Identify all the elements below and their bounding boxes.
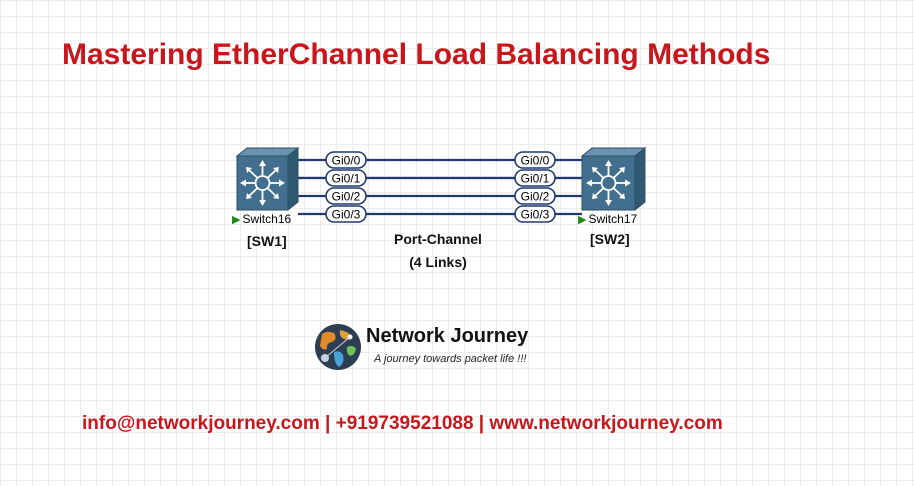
port-right-gi0-0[interactable]: Gi0/0 (514, 151, 556, 169)
svg-text:Gi0/1: Gi0/1 (521, 172, 550, 186)
svg-text:Gi0/0: Gi0/0 (332, 154, 361, 168)
svg-text:Gi0/1: Gi0/1 (332, 172, 361, 186)
svg-text:Gi0/3: Gi0/3 (332, 208, 361, 222)
port-left-gi0-0[interactable]: Gi0/0 (325, 151, 367, 169)
globe-network-icon (315, 324, 361, 370)
svg-text:Gi0/2: Gi0/2 (332, 190, 361, 204)
brand-tagline: A journey towards packet life !!! (374, 353, 527, 365)
port-channel-label: Port-Channel (394, 231, 482, 247)
sw2-tag: [SW2] (590, 231, 630, 247)
switch16-label: ▶Switch16 (232, 212, 292, 226)
status-triangle-icon: ▶ (578, 214, 587, 226)
port-left-gi0-1[interactable]: Gi0/1 (325, 169, 367, 187)
status-triangle-icon: ▶ (232, 214, 241, 226)
svg-text:Gi0/2: Gi0/2 (521, 190, 550, 204)
port-channel-caption: Port-Channel (4 Links) (380, 228, 496, 274)
switch16-icon[interactable] (235, 146, 300, 212)
port-left-gi0-2[interactable]: Gi0/2 (325, 187, 367, 205)
brand-name: Network Journey (366, 325, 529, 347)
sw1-tag: [SW1] (247, 233, 287, 249)
port-left-gi0-3[interactable]: Gi0/3 (325, 205, 367, 223)
switch17-label: ▶Switch17 (578, 212, 638, 226)
port-right-gi0-2[interactable]: Gi0/2 (514, 187, 556, 205)
svg-text:Gi0/3: Gi0/3 (521, 208, 550, 222)
contact-line: info@networkjourney.com | +919739521088 … (82, 413, 723, 434)
port-channel-count: (4 Links) (409, 254, 467, 270)
svg-text:Gi0/0: Gi0/0 (521, 154, 550, 168)
page-title: Mastering EtherChannel Load Balancing Me… (62, 38, 771, 71)
switch17-icon[interactable] (580, 146, 647, 212)
port-right-gi0-1[interactable]: Gi0/1 (514, 169, 556, 187)
port-right-gi0-3[interactable]: Gi0/3 (514, 205, 556, 223)
